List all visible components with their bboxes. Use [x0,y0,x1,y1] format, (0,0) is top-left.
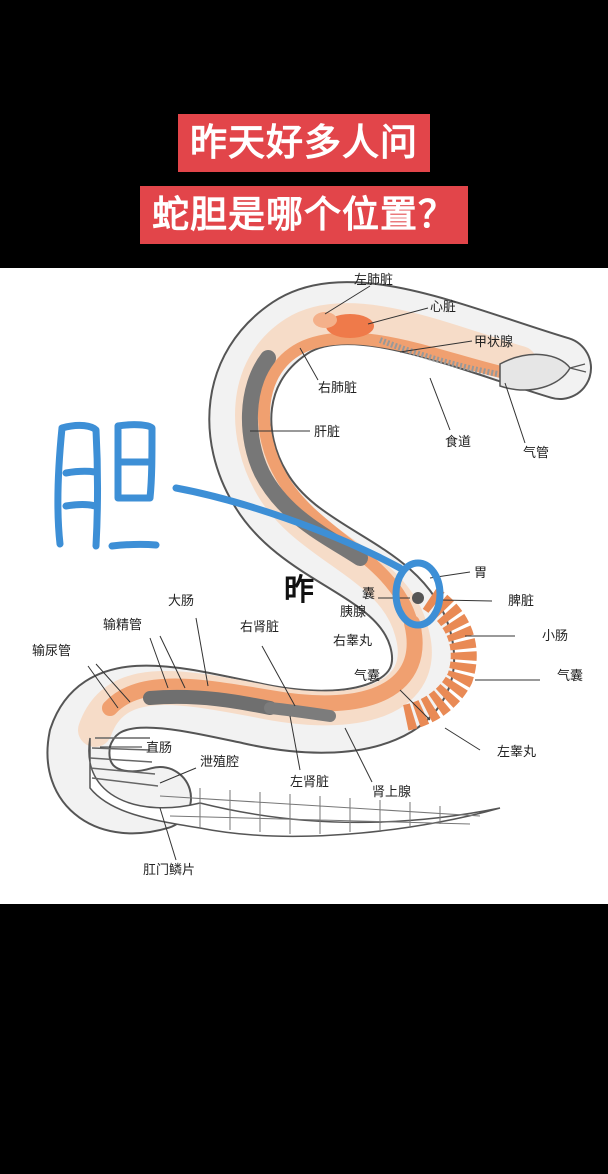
label-cloaca: 泄殖腔 [200,754,239,770]
handwritten-gallbladder-annotation [54,421,444,629]
trachea-shape [378,337,511,379]
heart-shape [326,314,374,338]
leader-right-kidney [261,645,296,707]
right-kidney-shape [143,689,277,715]
leader-vas-deferens-1 [149,637,169,689]
leader-trachea [504,382,526,444]
label-thyroid: 甲状腺 [474,335,513,350]
snake-anatomy-svg: 左肺脏 心脏 甲状腺 右肺脏 肝脏 食道 气管 胃 囊 胰腺 脾脏 右睾丸 小肠… [32,273,592,878]
leader-anal-scale [159,807,177,861]
label-ureter: 输尿管 [32,643,71,659]
liver-band [242,350,368,566]
overlay-text: 昨 [284,573,314,608]
left-lung-shape [313,312,337,328]
caption-line-1-wrap: 昨天好多人问 [0,114,608,173]
label-liver: 肝脏 [314,425,340,440]
label-sac: 囊 [362,586,375,602]
label-trachea: 气管 [523,445,549,461]
small-intestine-coils [401,587,477,731]
label-left-testis: 左睾丸 [497,744,536,760]
caption-line-2-wrap: 蛇胆是哪个位置？ [0,186,608,245]
snake-tongue [569,363,587,373]
label-pancreas: 胰腺 [340,605,366,620]
snake-head [499,353,571,391]
label-adrenal: 肾上腺 [372,785,411,800]
leader-vas-deferens-2 [159,635,186,689]
label-anal-scale: 肛门鳞片 [143,863,195,878]
pointer-line [172,484,404,572]
handwritten-stroke-dan [108,421,160,550]
leader-left-lung [324,285,371,315]
label-vas-deferens: 输精管 [103,617,142,633]
leader-air-sac-inner [399,689,431,721]
snake-anatomy-diagram: 左肺脏 心脏 甲状腺 右肺脏 肝脏 食道 气管 胃 囊 胰腺 脾脏 右睾丸 小肠… [0,268,608,904]
label-large-intestine: 大肠 [168,594,194,609]
label-right-kidney: 右肾脏 [240,620,279,635]
label-air-sac-inner: 气囊 [354,668,380,684]
label-left-lung: 左肺脏 [354,273,393,288]
leader-esophagus [429,377,451,431]
gallbladder-dot [412,592,424,604]
label-right-testis: 右睾丸 [333,633,372,649]
label-left-kidney: 左肾脏 [290,775,329,790]
label-esophagus: 食道 [445,434,471,450]
caption-line-1: 昨天好多人问 [178,114,430,173]
handwritten-stroke-moon [54,421,101,550]
tail-scale-grid [159,788,481,834]
leader-thyroid [399,340,473,353]
leader-right-lung [299,347,319,381]
snake-tail [88,737,501,838]
gallbladder-circle [392,559,444,629]
leader-heart [367,307,429,325]
intestine-tract [102,615,423,716]
caption-line-2: 蛇胆是哪个位置？ [140,186,468,245]
leader-large-intestine [195,617,209,687]
label-small-intestine: 小肠 [542,629,568,644]
label-rectum: 直肠 [146,741,172,756]
leader-ureter-2 [95,663,131,703]
left-kidney-shape [264,702,336,722]
leader-adrenal [344,727,373,783]
leader-left-testis [444,727,481,751]
leader-ureter-1 [87,665,119,709]
label-heart: 心脏 [430,300,456,315]
leader-left-kidney [289,715,301,771]
label-stomach: 胃 [474,566,487,581]
leader-spleen [439,599,493,602]
leader-cloaca [159,767,197,784]
label-right-lung: 右肺脏 [318,381,357,396]
cloaca-ribs [89,737,159,787]
label-air-sac-outer: 气囊 [557,668,583,684]
label-spleen: 脾脏 [508,594,534,609]
